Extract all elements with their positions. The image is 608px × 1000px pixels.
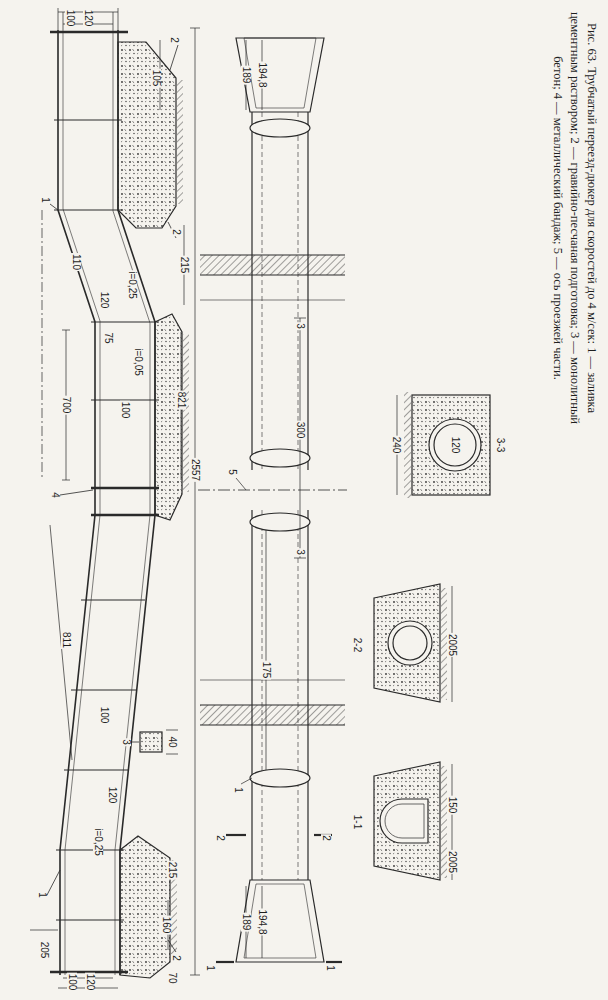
callout-number: 1	[205, 964, 215, 972]
dimension-value: 2005	[447, 633, 457, 657]
dimension-value: 120	[99, 291, 109, 310]
dimension-value: 215	[179, 256, 189, 275]
longitudinal-profile	[30, 8, 200, 988]
dimension-value: 100	[65, 9, 75, 28]
figure-caption: Рис. 63. Трубчатый переезд-дюкер для ско…	[549, 8, 600, 428]
section-label: 3-3	[495, 437, 505, 453]
callout-number: 4	[50, 491, 60, 499]
dimension-value: 100	[120, 401, 130, 420]
dimension-value: 2005	[447, 850, 457, 874]
dimension-value: 175	[261, 661, 271, 680]
dimension-value: 40	[167, 735, 177, 748]
dimension-value: 100	[67, 973, 77, 992]
dimension-value: 70	[167, 971, 177, 984]
dimension-value: 811	[61, 631, 71, 649]
dimension-value: 194,8	[257, 908, 267, 935]
callout-number: 3	[295, 322, 305, 330]
dimension-value: 300	[295, 421, 305, 440]
plan-view	[198, 38, 347, 962]
callout-number: 1	[233, 786, 243, 794]
dimension-value: 700	[61, 396, 71, 415]
cross-sections	[374, 392, 490, 880]
dimension-value: 160	[161, 916, 171, 935]
dimension-value: 215	[167, 861, 177, 880]
dimension-value: 189	[241, 66, 251, 85]
section-label: 2-2	[352, 637, 362, 653]
dimension-value: 120	[107, 786, 117, 805]
callout-number: 2	[321, 834, 331, 842]
slope-label: i=0,25	[93, 827, 103, 857]
callout-number: 5	[227, 468, 237, 476]
dimension-value: 120	[83, 9, 93, 28]
dimension-value: 120	[450, 436, 460, 455]
dimension-value: 150	[447, 796, 457, 815]
dimension-value: 105	[151, 69, 161, 88]
callout-number: 1	[40, 196, 50, 204]
dimension-value: 75	[103, 331, 113, 344]
dimension-value: 194,8	[257, 61, 267, 88]
section-label: 1-1	[352, 814, 362, 830]
dimension-value: 240	[391, 436, 401, 455]
slope-label: i=0,05	[133, 347, 143, 377]
callout-number: 1	[37, 891, 47, 899]
dimension-value: 120	[85, 973, 95, 992]
dimension-value: 821	[176, 391, 186, 410]
slope-label: i=0,25	[127, 270, 137, 300]
dimension-value: 205	[39, 941, 49, 960]
callout-number: 2	[169, 36, 179, 44]
callout-number: 1	[325, 964, 335, 972]
dimension-value: 189	[241, 913, 251, 932]
callout-number: 3	[295, 548, 305, 556]
callout-number: 2	[215, 834, 225, 842]
dimension-value: 2557	[190, 458, 200, 482]
callout-number: 2	[171, 954, 181, 962]
callout-number: 3	[121, 738, 131, 746]
callout-number: 2	[171, 228, 181, 236]
dimension-value: 110	[71, 253, 81, 271]
dimension-value: 100	[99, 706, 109, 725]
